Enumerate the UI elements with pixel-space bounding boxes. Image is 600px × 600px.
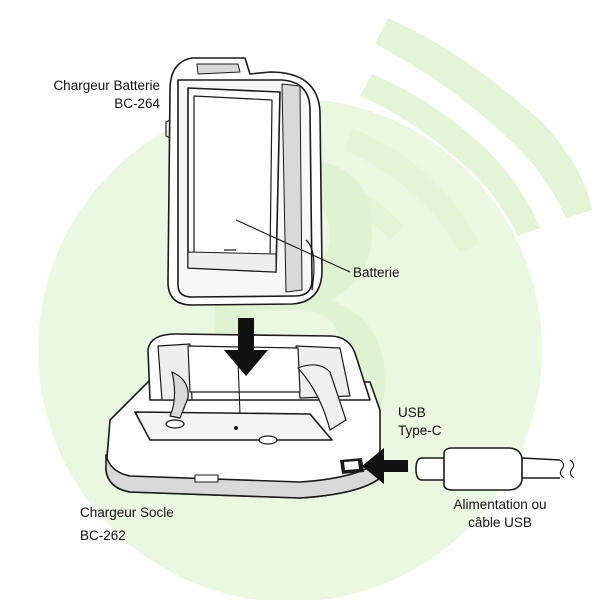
usb-plug-icon (415, 447, 575, 491)
usb-label-line2: Type-C (398, 423, 442, 438)
power-label-line1: Alimentation ou (453, 497, 547, 512)
usb-label-line1: USB (398, 405, 426, 420)
battery-label: Batterie (353, 265, 400, 280)
power-label-line2: câble USB (468, 515, 532, 530)
cradle-model-label: BC-262 (80, 528, 126, 543)
down-arrow-icon (224, 318, 268, 376)
battery-leader-line (235, 219, 351, 273)
battery-charger-name-label: Chargeur Batterie (53, 78, 160, 93)
left-arrow-icon (362, 448, 408, 484)
battery-charger-illustration (165, 57, 323, 306)
battery-charger-model-label: BC-264 (114, 96, 160, 111)
desktop-charger-illustration (105, 333, 381, 499)
cradle-name-label: Chargeur Socle (80, 505, 174, 520)
